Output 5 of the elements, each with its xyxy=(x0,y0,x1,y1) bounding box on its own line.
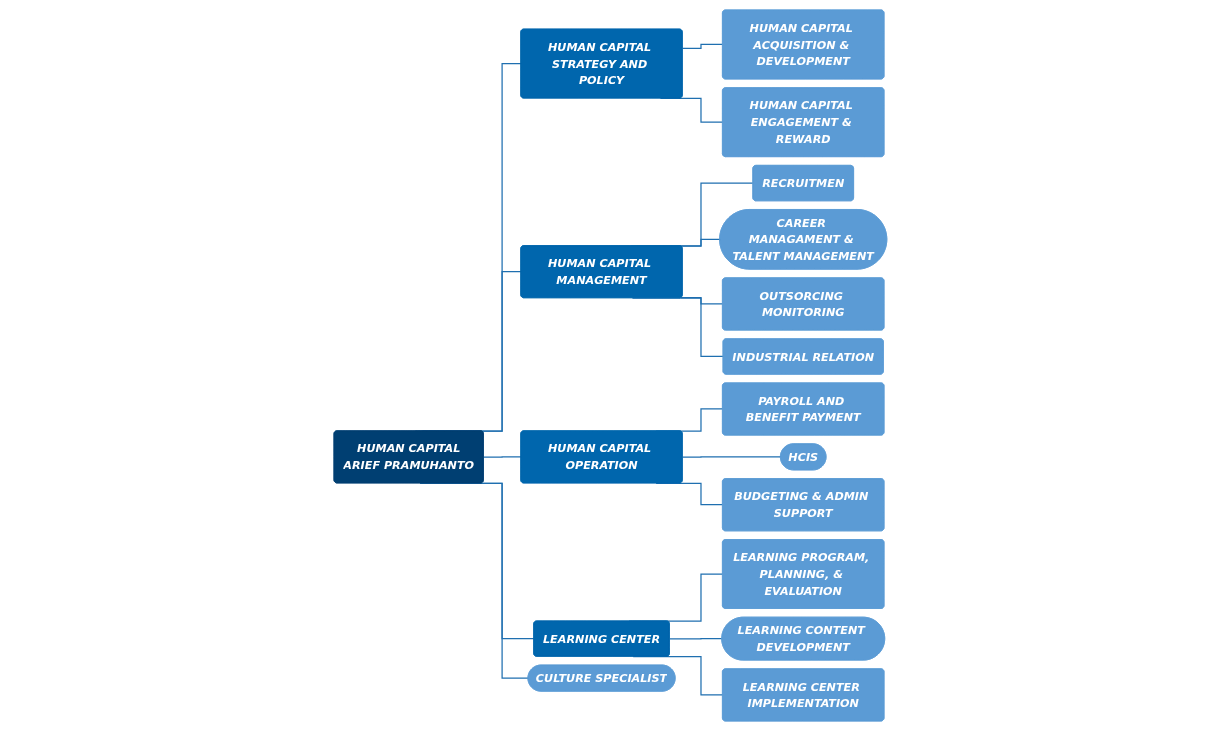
connector xyxy=(682,43,724,49)
connector xyxy=(682,456,782,458)
connector xyxy=(483,456,522,458)
connector xyxy=(680,238,721,247)
connector xyxy=(669,638,723,640)
